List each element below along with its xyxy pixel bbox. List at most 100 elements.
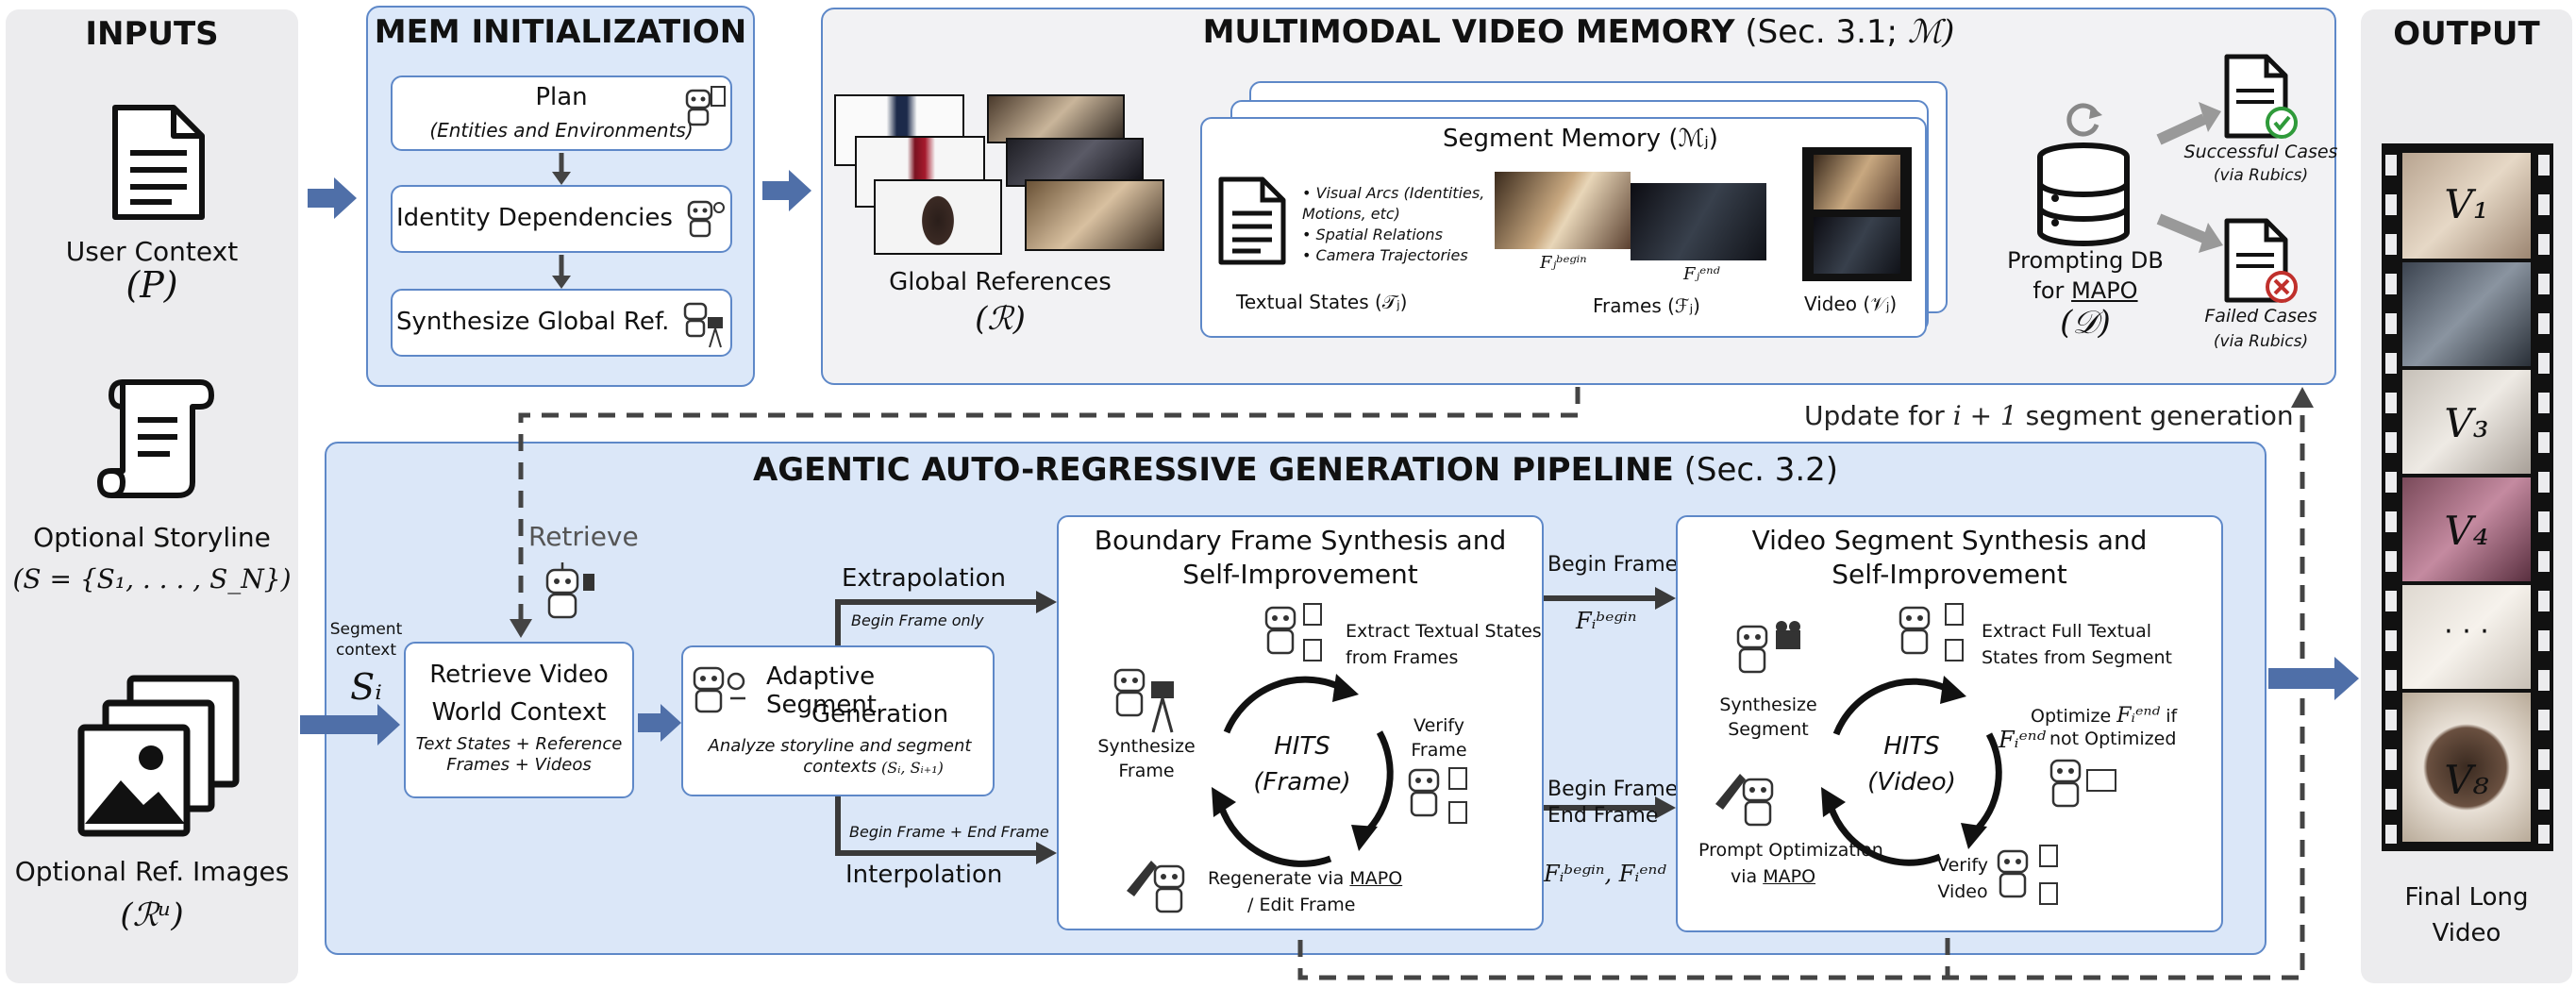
synth-ref-box — [391, 289, 732, 357]
failed-label: Failed Cases — [2204, 306, 2317, 327]
pipeline-title: AGENTIC AUTO-REGRESSIVE GENERATION PIPEL… — [325, 451, 2267, 489]
robot-camera-icon — [1736, 621, 1800, 674]
bullet-item: • Spatial Relations — [1302, 226, 1443, 243]
frames-label: Frames (ℱⱼ) — [1593, 294, 1700, 317]
si-symbol: Sᵢ — [350, 666, 382, 708]
success-label: Successful Cases — [2183, 142, 2338, 162]
hits-video-cycle — [1821, 676, 2002, 866]
video-label: Video (𝒱ⱼ) — [1804, 293, 1898, 315]
plan-box — [391, 75, 732, 151]
retrieve-context-sub: Text States + Reference Frames + Videos — [415, 734, 623, 775]
db-for-label: for MAPO — [2032, 277, 2138, 304]
interpolation-label: Interpolation — [845, 861, 1003, 889]
from-frames-label: from Frames — [1346, 647, 1459, 668]
output-frame — [2402, 693, 2531, 842]
begin-end-label: Begin Frame + End Frame — [849, 823, 1049, 841]
video-segment-title-1: Video Segment Synthesis and — [1751, 525, 2148, 556]
f-begin-label: Fⱼᵇᵉᵍⁱⁿ — [1540, 253, 1587, 273]
robot-optimize-icon — [2049, 759, 2116, 808]
failed-sub-label: (via Rubics) — [2213, 332, 2309, 351]
hits-frame-label-1: HITS — [1274, 732, 1330, 761]
textual-states-label: Textual States (𝒯ⱼ) — [1236, 291, 1408, 313]
robot-camera-icon — [683, 302, 723, 348]
robot-edit-icon — [1127, 861, 1185, 913]
begin-end-frame-label-2: End Frame — [1547, 804, 1659, 828]
robot-verify-icon — [1997, 845, 2058, 905]
extract-ts-label: Extract Textual States — [1346, 621, 1542, 642]
global-refs-label: Global References — [889, 268, 1112, 296]
prompt-opt-label-1: Prompt Optimization — [1698, 840, 1883, 861]
begin-frame-label: Begin Frame — [1547, 553, 1679, 577]
flow-arrow — [2268, 657, 2359, 700]
robot-retrieve-icon — [545, 562, 594, 619]
v1-label: V₁ — [2444, 181, 2489, 227]
fi-begin-symbol: Fᵢᵇᵉᵍⁱⁿ — [1576, 608, 1637, 634]
failed-document-icon — [2224, 218, 2298, 303]
v4-label: V₄ — [2444, 508, 2489, 554]
update-symbol: i + 1 — [1952, 400, 2017, 431]
bullet-item: • Camera Trajectories — [1302, 246, 1468, 264]
images-icon — [77, 675, 240, 837]
output-frame — [2402, 477, 2531, 581]
regen-label: Regenerate via MAPO — [1208, 868, 1403, 889]
adaptive-segment-sub: Analyze storyline and segment contexts — [708, 736, 972, 777]
v3-label: V₃ — [2444, 400, 2489, 446]
database-icon — [2037, 142, 2130, 246]
synth-frame-label-1: Synthesize — [1097, 736, 1196, 757]
synth-frame-label-2: Frame — [1118, 761, 1175, 781]
fi-end-symbol: Fᵢᵉⁿᵈ — [1999, 727, 2047, 753]
retrieve-label: Retrieve — [528, 521, 639, 552]
plan-sub-label: (Entities and Environments) — [429, 119, 694, 142]
synth-ref-label: Synthesize Global Ref. — [396, 308, 670, 336]
identity-label: Identity Dependencies — [396, 204, 673, 232]
textual-state-icon — [1218, 176, 1286, 265]
success-sub-label: (via Rubics) — [2213, 166, 2309, 185]
prompt-opt-label-2: via MAPO — [1731, 866, 1816, 887]
pipeline-title-main: AGENTIC AUTO-REGRESSIVE GENERATION PIPEL… — [752, 451, 1674, 489]
adaptive-segment-symbol: (Sᵢ, Sᵢ₊₁) — [881, 759, 944, 777]
flow-arrow — [638, 704, 681, 742]
ref-photo-room-2 — [1006, 138, 1144, 187]
fi-both-symbol: Fᵢᵇᵉᵍⁱⁿ, Fᵢᵉⁿᵈ — [1544, 861, 1666, 887]
adaptive-segment-box — [681, 645, 995, 796]
video-segment-box — [1676, 515, 2223, 932]
user-context-label: User Context — [65, 236, 239, 267]
robot-icon — [685, 86, 726, 126]
success-document-icon — [2224, 54, 2298, 139]
pipeline-title-sec: (Sec. 3.2) — [1683, 451, 1839, 489]
segment-memory-label: Segment Memory (ℳⱼ) — [1443, 125, 1718, 153]
robot-extract-icon — [1899, 603, 1964, 661]
extract-full-label-1: Extract Full Textual — [1982, 621, 2152, 642]
hits-frame-cycle — [1212, 674, 1394, 867]
output-frames: V₁ V₃ V₄ · · · V₈ — [2402, 153, 2531, 842]
storyline-symbol: (S = {S₁, . . . , S_N}) — [12, 563, 292, 594]
synth-seg-label-1: Synthesize — [1719, 695, 1817, 715]
output-frame — [2402, 585, 2531, 689]
boundary-frame-title-1: Boundary Frame Synthesis and — [1094, 525, 1507, 556]
video-segment-title-2: Self-Improvement — [1832, 559, 2067, 590]
scroll-icon — [97, 379, 214, 498]
flow-arrow — [308, 177, 357, 219]
ref-photo-room-1 — [987, 94, 1125, 143]
robot-prompt-icon — [1715, 774, 1774, 827]
optimize-label: Optimize Fᵢᵉⁿᵈ if — [2031, 704, 2178, 728]
inputs-title: INPUTS — [85, 15, 219, 53]
boundary-frame-title-2: Self-Improvement — [1182, 559, 1418, 590]
storyline-label: Optional Storyline — [33, 522, 271, 553]
hits-frame-label-2: (Frame) — [1253, 768, 1351, 796]
ref-images-label: Optional Ref. Images — [14, 856, 290, 887]
robot-icon — [687, 200, 725, 238]
user-context-symbol: (P) — [125, 264, 178, 306]
hits-video-label-2: (Video) — [1867, 768, 1956, 796]
regen-mapo-label: MAPO — [1349, 868, 1403, 889]
final-video-label-2: Video — [2432, 919, 2501, 947]
db-symbol: (𝒟) — [2060, 304, 2111, 342]
verify-video-label-2: Video — [1937, 881, 1988, 902]
optimize-label-2: not Optimized — [2049, 728, 2177, 749]
begin-end-frame-label-1: Begin Frame, — [1547, 778, 1685, 801]
refresh-icon — [2066, 103, 2102, 137]
